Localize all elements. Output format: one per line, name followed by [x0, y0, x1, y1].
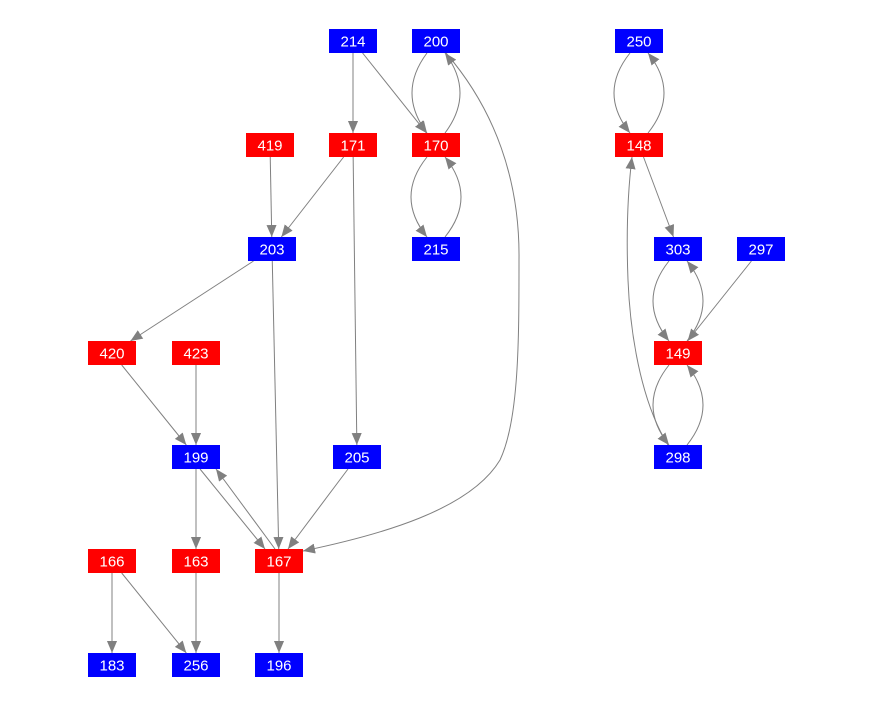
edges-layer [106, 52, 752, 654]
node-214[interactable]: 214 [329, 29, 377, 53]
edge-203-to-420 [130, 260, 254, 342]
node-label: 148 [626, 138, 651, 155]
node-303[interactable]: 303 [654, 237, 702, 261]
node-148[interactable]: 148 [615, 133, 663, 157]
node-box [654, 237, 702, 261]
node-250[interactable]: 250 [615, 29, 663, 53]
node-label: 183 [99, 658, 124, 675]
node-box [615, 29, 663, 53]
edge-297-to-149 [687, 260, 752, 342]
node-163[interactable]: 163 [172, 549, 220, 573]
node-box [329, 29, 377, 53]
node-box [172, 341, 220, 365]
node-199[interactable]: 199 [172, 445, 220, 469]
node-167[interactable]: 167 [255, 549, 303, 573]
node-box [88, 653, 136, 677]
node-label: 214 [340, 34, 365, 51]
node-420[interactable]: 420 [88, 341, 136, 365]
node-423[interactable]: 423 [172, 341, 220, 365]
edge-171-to-203 [280, 156, 345, 238]
edge-200-to-170 [411, 52, 428, 134]
edge-298-to-148 [625, 156, 669, 446]
node-box [737, 237, 785, 261]
node-box [412, 29, 460, 53]
node-170[interactable]: 170 [412, 133, 460, 157]
edge-203-to-167 [271, 260, 284, 550]
edge-420-to-199 [121, 364, 187, 446]
node-label: 196 [266, 658, 291, 675]
node-label: 423 [183, 346, 208, 363]
node-label: 199 [183, 450, 208, 467]
nodes-layer: 214 200 250 419 171 170 148 203 215 303 297 420 423 1… [88, 29, 785, 677]
node-297[interactable]: 297 [737, 237, 785, 261]
edge-170-to-215 [410, 156, 428, 238]
edge-148-to-250 [647, 52, 665, 134]
edge-250-to-148 [613, 52, 631, 134]
node-label: 419 [257, 138, 282, 155]
node-label: 163 [183, 554, 208, 571]
node-203[interactable]: 203 [248, 237, 296, 261]
edge-148-to-303 [643, 156, 675, 238]
node-256[interactable]: 256 [172, 653, 220, 677]
edge-149-to-303 [686, 260, 704, 342]
edge-419-to-203 [266, 156, 277, 238]
edge-166-to-256 [121, 572, 187, 654]
node-205[interactable]: 205 [333, 445, 381, 469]
node-149[interactable]: 149 [654, 341, 702, 365]
node-label: 303 [665, 242, 690, 259]
edge-199-to-167 [199, 468, 266, 550]
node-label: 298 [665, 450, 690, 467]
node-label: 203 [259, 242, 284, 259]
node-box [255, 549, 303, 573]
node-box [412, 133, 460, 157]
node-label: 171 [340, 138, 365, 155]
node-box [333, 445, 381, 469]
node-box [172, 445, 220, 469]
node-box [88, 341, 136, 365]
node-label: 250 [626, 34, 651, 51]
node-171[interactable]: 171 [329, 133, 377, 157]
node-box [172, 549, 220, 573]
node-196[interactable]: 196 [255, 653, 303, 677]
node-box [255, 653, 303, 677]
node-label: 167 [266, 554, 291, 571]
node-box [615, 133, 663, 157]
node-200[interactable]: 200 [412, 29, 460, 53]
node-215[interactable]: 215 [412, 237, 460, 261]
node-label: 256 [183, 658, 208, 675]
edge-298-to-149 [686, 364, 704, 446]
node-box [172, 653, 220, 677]
node-298[interactable]: 298 [654, 445, 702, 469]
edge-215-to-170 [444, 156, 462, 238]
edge-170-to-200 [444, 52, 461, 134]
node-box [88, 549, 136, 573]
node-box [246, 133, 294, 157]
node-label: 170 [423, 138, 448, 155]
node-label: 149 [665, 346, 690, 363]
edge-200-to-167 [302, 52, 520, 554]
node-183[interactable]: 183 [88, 653, 136, 677]
edge-167-to-199 [215, 468, 276, 550]
node-box [412, 237, 460, 261]
edge-171-to-205 [351, 156, 362, 446]
node-166[interactable]: 166 [88, 549, 136, 573]
node-label: 215 [423, 242, 448, 259]
node-label: 166 [99, 554, 124, 571]
node-419[interactable]: 419 [246, 133, 294, 157]
edge-303-to-149 [652, 260, 670, 342]
node-box [654, 341, 702, 365]
node-label: 205 [344, 450, 369, 467]
edge-205-to-167 [287, 468, 349, 550]
node-box [654, 445, 702, 469]
node-label: 297 [748, 242, 773, 259]
node-box [329, 133, 377, 157]
edge-214-to-170 [362, 52, 427, 134]
node-box [248, 237, 296, 261]
node-label: 200 [423, 34, 448, 51]
node-label: 420 [99, 346, 124, 363]
